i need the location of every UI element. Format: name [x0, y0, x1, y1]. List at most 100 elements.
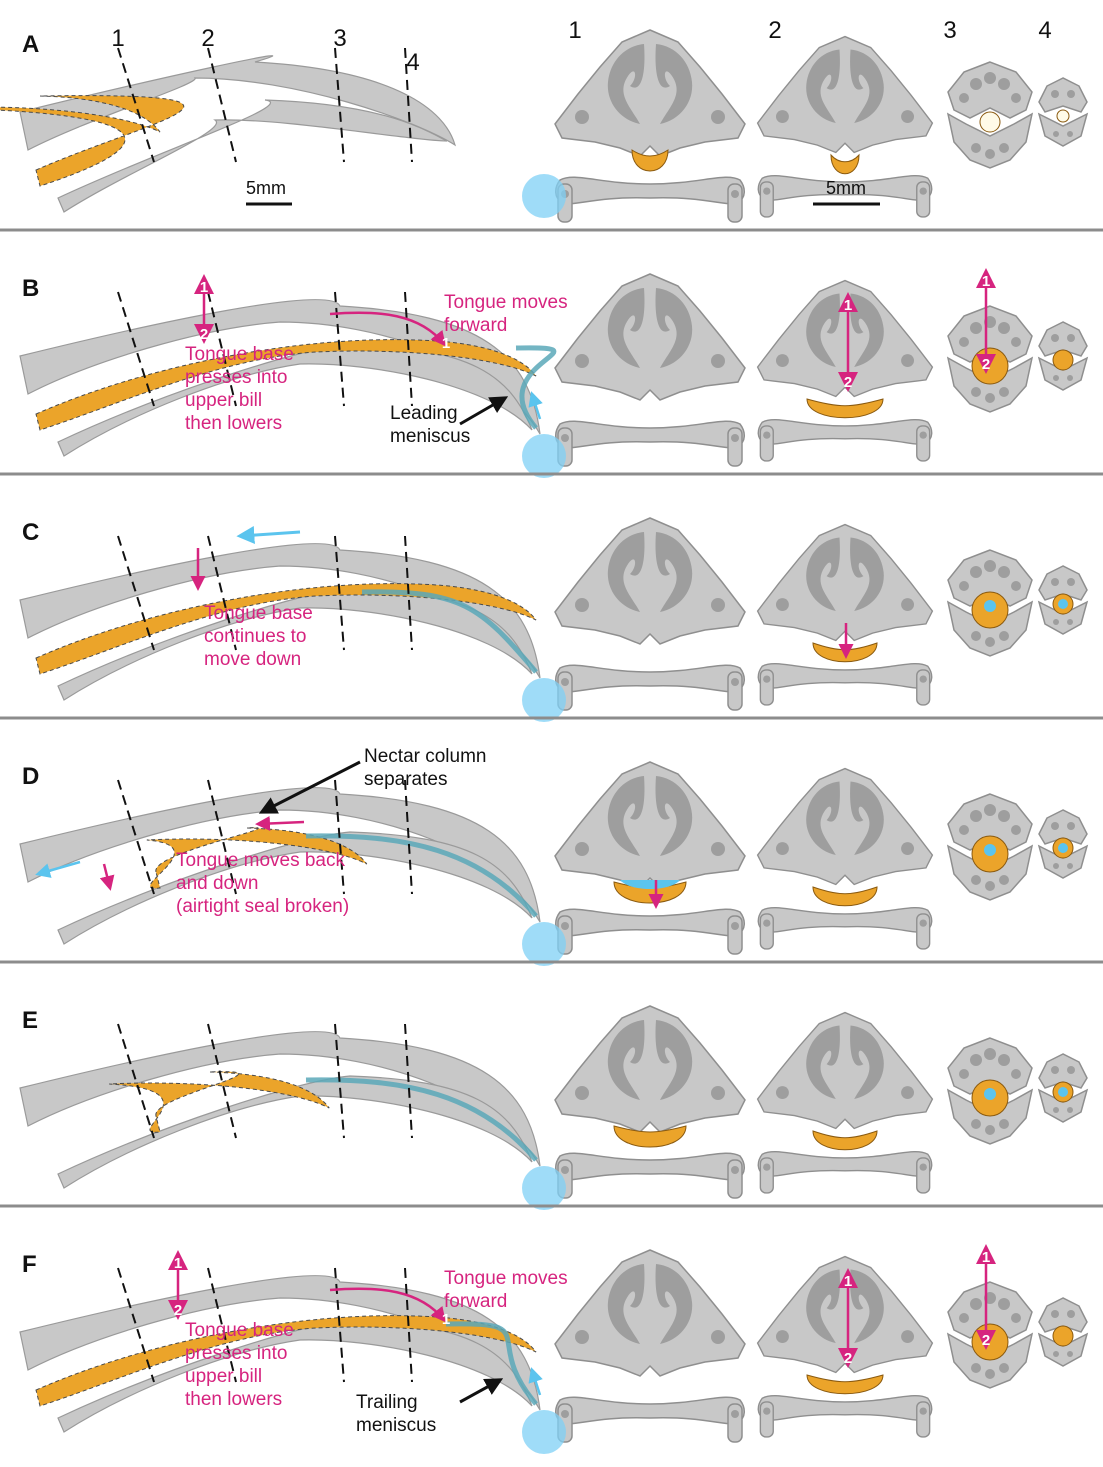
- upper-bill: [19, 299, 541, 435]
- cross-section-1: [554, 761, 746, 955]
- cross-section-2: [756, 523, 934, 706]
- meniscus-flow-arrow: [528, 1367, 543, 1396]
- cross-sections: [554, 273, 1088, 467]
- section-line-1: [117, 291, 155, 407]
- section-line-3: [334, 291, 345, 407]
- cross-section-1: [554, 1249, 746, 1443]
- section-number-cross-2: 2: [768, 17, 781, 44]
- section-line-4: [404, 1023, 413, 1139]
- jaw-1: [554, 908, 746, 955]
- skull-1: [554, 761, 746, 889]
- annotation-column-separates-line-2: separates: [364, 769, 447, 790]
- nectar-outflow-arrow: [35, 860, 81, 878]
- section-line-4: [404, 291, 413, 407]
- annotation-tongue-back-line-1: Tongue moves back: [176, 850, 345, 871]
- nectar-section-3: [984, 600, 996, 612]
- section-number-long-1: 1: [111, 25, 124, 52]
- annotation-tongue-base-line-2: presses into: [185, 367, 287, 388]
- cross-section-1: [554, 273, 746, 467]
- meniscus-pointer-arrow: [459, 1378, 504, 1404]
- tongue: [109, 1071, 330, 1133]
- section-line-4: [404, 535, 413, 651]
- skull-2: [756, 767, 934, 886]
- tongue-base-vertical-arrow: 12: [168, 1250, 188, 1320]
- section-number-long-4: 4: [406, 49, 419, 76]
- section-3-vertical-arrow: 12: [976, 1244, 996, 1350]
- section-line-1: [117, 1023, 155, 1139]
- jaw-1: [554, 420, 746, 467]
- section-number-long-2: 2: [201, 25, 214, 52]
- section-number-long-3: 3: [333, 25, 346, 52]
- annotation-tongue-base-line-1: Tongue base: [204, 603, 313, 624]
- tongue-back-arrow: [255, 815, 305, 831]
- nectar-section-4: [1058, 599, 1068, 609]
- cross-section-1: [554, 1005, 746, 1199]
- meniscus-flow-arrow: [528, 391, 543, 420]
- annotation-tongue-back-line-3: (airtight seal broken): [176, 896, 349, 917]
- nectar-section-3: [984, 844, 996, 856]
- cross-sections: [554, 1005, 1088, 1199]
- column-separates-arrow: [258, 760, 361, 814]
- cross-section-1: [554, 29, 746, 223]
- nectar-section-3: [984, 1088, 996, 1100]
- tongue-section-4: [1052, 1325, 1074, 1347]
- panel-letter-a: A: [22, 31, 39, 58]
- nectar-section-4: [1058, 843, 1068, 853]
- tongue-section-2: [806, 1374, 884, 1395]
- annotation-tongue-back-line-2: and down: [176, 873, 258, 894]
- section-line-2: [207, 535, 237, 651]
- tongue-section-2: [830, 153, 860, 175]
- panel-letter-b: B: [22, 275, 39, 302]
- annotation-tongue-forward-line-2: forward: [444, 315, 507, 336]
- section-line-3: [334, 535, 345, 651]
- jaw-2: [757, 663, 933, 706]
- tongue: [35, 339, 537, 431]
- bill-longitudinal: [0, 47, 457, 213]
- lower-bill: [57, 1075, 533, 1189]
- lower-bill: [57, 99, 448, 213]
- meniscus-pointer-arrow: [459, 396, 509, 426]
- annotation-tongue-base-line-3: move down: [204, 649, 301, 670]
- section-3-vertical-arrow-num-2: 2: [982, 1332, 990, 1349]
- bill-longitudinal: [19, 291, 557, 457]
- section-2-vertical-arrow: 12: [838, 1268, 858, 1368]
- jaw-1: [554, 664, 746, 711]
- section-2-vertical-arrow-num-2: 2: [844, 1350, 852, 1367]
- section-3-vertical-arrow-num-1: 1: [982, 273, 990, 290]
- lower-bill: [57, 343, 533, 457]
- annotation-tongue-forward-line-1: Tongue moves: [444, 292, 568, 313]
- annotation-tongue-base-line-1: Tongue base: [185, 344, 294, 365]
- bill-longitudinal: [19, 779, 541, 945]
- jaw-2: [757, 419, 933, 462]
- section-line-3: [334, 47, 345, 163]
- section-line-1: [117, 535, 155, 651]
- upper-bill: [19, 787, 541, 923]
- section-line-4: [404, 47, 413, 163]
- bill-longitudinal: [19, 535, 541, 701]
- section-line-3: [334, 1023, 345, 1139]
- section-line-2: [207, 1267, 237, 1383]
- tongue-section-4: [1056, 109, 1070, 123]
- tongue: [146, 827, 368, 889]
- panel-letter-e: E: [22, 1007, 38, 1034]
- section-line-2: [207, 779, 237, 895]
- nectar-column: [515, 345, 557, 430]
- cross-section-1: [554, 517, 746, 711]
- cross-sections: [554, 761, 1088, 955]
- forward-arrow-num: 1: [442, 1311, 450, 1328]
- nectar-column: [445, 1321, 538, 1406]
- skull-2: [756, 1011, 934, 1130]
- tongue-section-2: [806, 398, 884, 419]
- nectar-column: [305, 833, 538, 918]
- tongue: [35, 583, 537, 675]
- annotation-tongue-base-line-3: upper bill: [185, 390, 262, 411]
- upper-bill: [19, 1031, 541, 1167]
- annotation-column-separates-line-1: Nectar column: [364, 746, 487, 767]
- nectar-drop: [522, 922, 566, 966]
- annotation-tongue-base-line-4: then lowers: [185, 413, 282, 434]
- panel-letter-f: F: [22, 1251, 37, 1278]
- tongue-section-1: [613, 1125, 687, 1148]
